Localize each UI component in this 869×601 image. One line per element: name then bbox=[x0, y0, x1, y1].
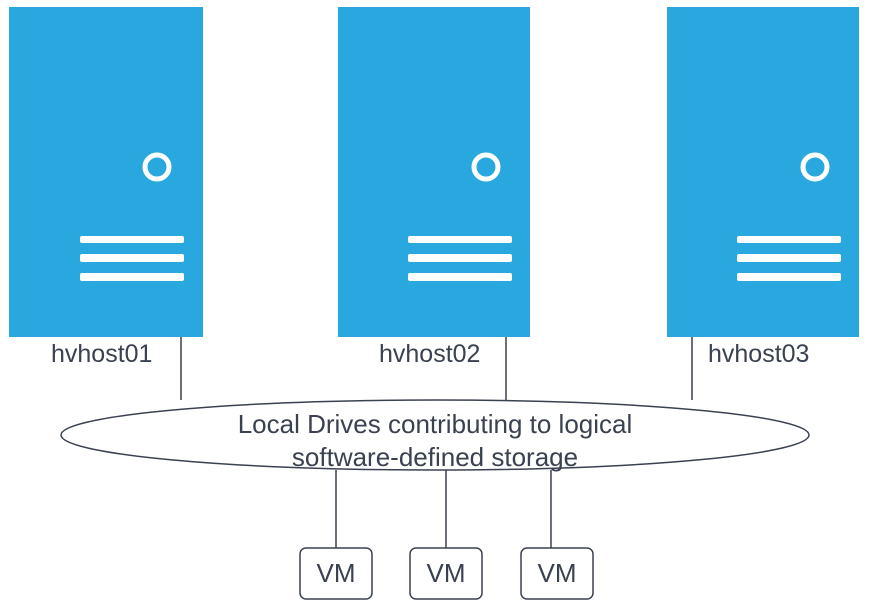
storage-pool: Local Drives contributing to logical sof… bbox=[60, 399, 810, 472]
host-hvhost03: hvhost03 bbox=[667, 7, 859, 368]
vm-box: VM bbox=[299, 547, 373, 600]
host-label: hvhost02 bbox=[379, 340, 480, 368]
vm-box: VM bbox=[520, 547, 594, 600]
power-button-icon bbox=[471, 152, 501, 182]
power-button-icon bbox=[142, 152, 172, 182]
drive-slot bbox=[80, 273, 184, 281]
vm-box: VM bbox=[409, 547, 483, 600]
power-button-icon bbox=[800, 152, 830, 182]
storage-label-line2: software-defined storage bbox=[292, 442, 578, 472]
storage-ellipse bbox=[60, 399, 810, 471]
drive-slot bbox=[408, 254, 512, 262]
drive-slot bbox=[737, 254, 841, 262]
drive-slot bbox=[80, 236, 184, 243]
server-icon bbox=[667, 7, 859, 337]
drive-slot bbox=[80, 254, 184, 262]
drive-slot bbox=[408, 273, 512, 281]
drive-slot bbox=[408, 236, 512, 243]
drive-slot bbox=[737, 236, 841, 243]
host-hvhost02: hvhost02 bbox=[338, 7, 530, 368]
host-hvhost01: hvhost01 bbox=[9, 7, 203, 368]
vm-label: VM bbox=[317, 558, 356, 588]
vm-label: VM bbox=[427, 558, 466, 588]
server-icon bbox=[9, 7, 203, 337]
host-label: hvhost01 bbox=[51, 340, 152, 368]
server-icon bbox=[338, 7, 530, 337]
drive-slot bbox=[737, 273, 841, 281]
vm-label: VM bbox=[538, 558, 577, 588]
storage-label-line1: Local Drives contributing to logical bbox=[238, 409, 633, 439]
host-label: hvhost03 bbox=[708, 340, 809, 368]
